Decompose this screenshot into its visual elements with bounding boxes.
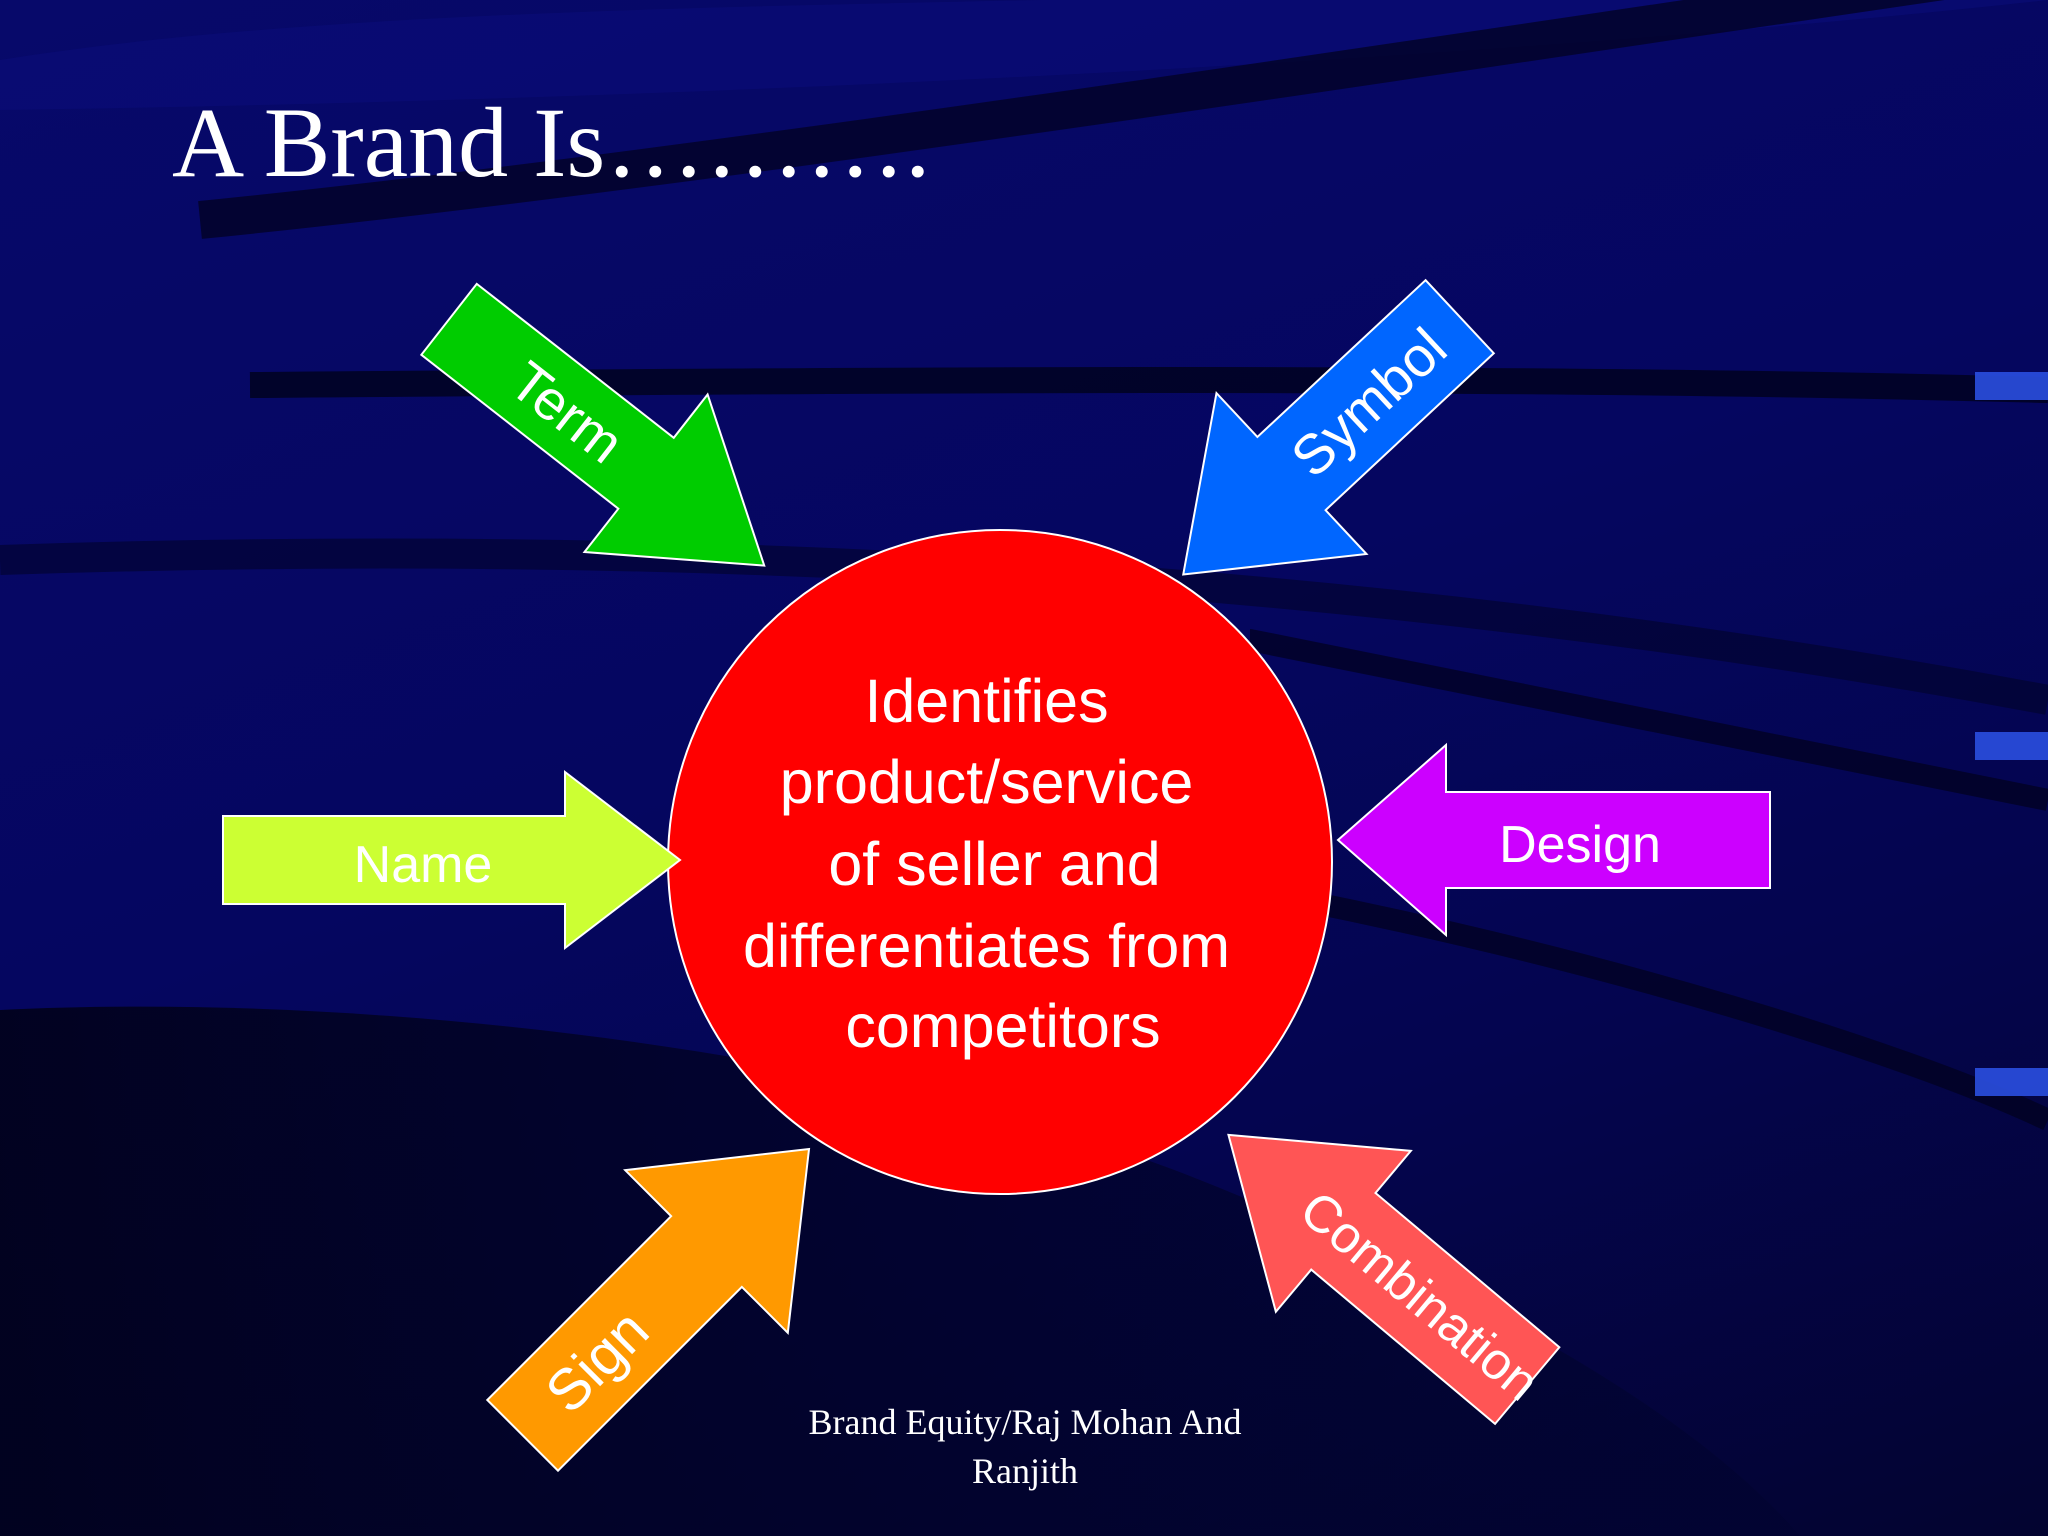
design-label: Design xyxy=(1499,816,1661,874)
footer: Brand Equity/Raj Mohan And Ranjith xyxy=(760,1398,1290,1495)
center-line-1: Identifies xyxy=(864,667,1108,735)
sign-arrow-shape xyxy=(485,1147,811,1473)
name-label: Name xyxy=(354,836,493,894)
center-text: Identifies product/service of seller and… xyxy=(743,667,1247,1060)
name-arrow: Name xyxy=(222,769,682,951)
term-arrow-shape xyxy=(419,282,766,567)
center-line-3: of seller and xyxy=(828,830,1160,898)
slide-title: A Brand Is………. xyxy=(172,87,931,198)
center-line-5: competitors xyxy=(845,992,1160,1060)
term-arrow: Term xyxy=(419,282,766,567)
design-arrow-shape xyxy=(1336,742,1771,938)
symbol-arrow-shape xyxy=(1182,278,1496,576)
center-line-4: differentiates from xyxy=(743,912,1230,980)
combination-arrow-shape xyxy=(1227,1133,1561,1426)
footer-line-1: Brand Equity/Raj Mohan And xyxy=(808,1402,1242,1442)
footer-line-2: Ranjith xyxy=(972,1450,1078,1491)
combination-label: Combination xyxy=(1289,1180,1550,1412)
design-arrow: Design xyxy=(1336,742,1771,938)
sign-arrow: Sign xyxy=(485,1147,811,1473)
name-arrow-shape xyxy=(222,769,682,951)
center-line-2: product/service xyxy=(780,748,1194,816)
